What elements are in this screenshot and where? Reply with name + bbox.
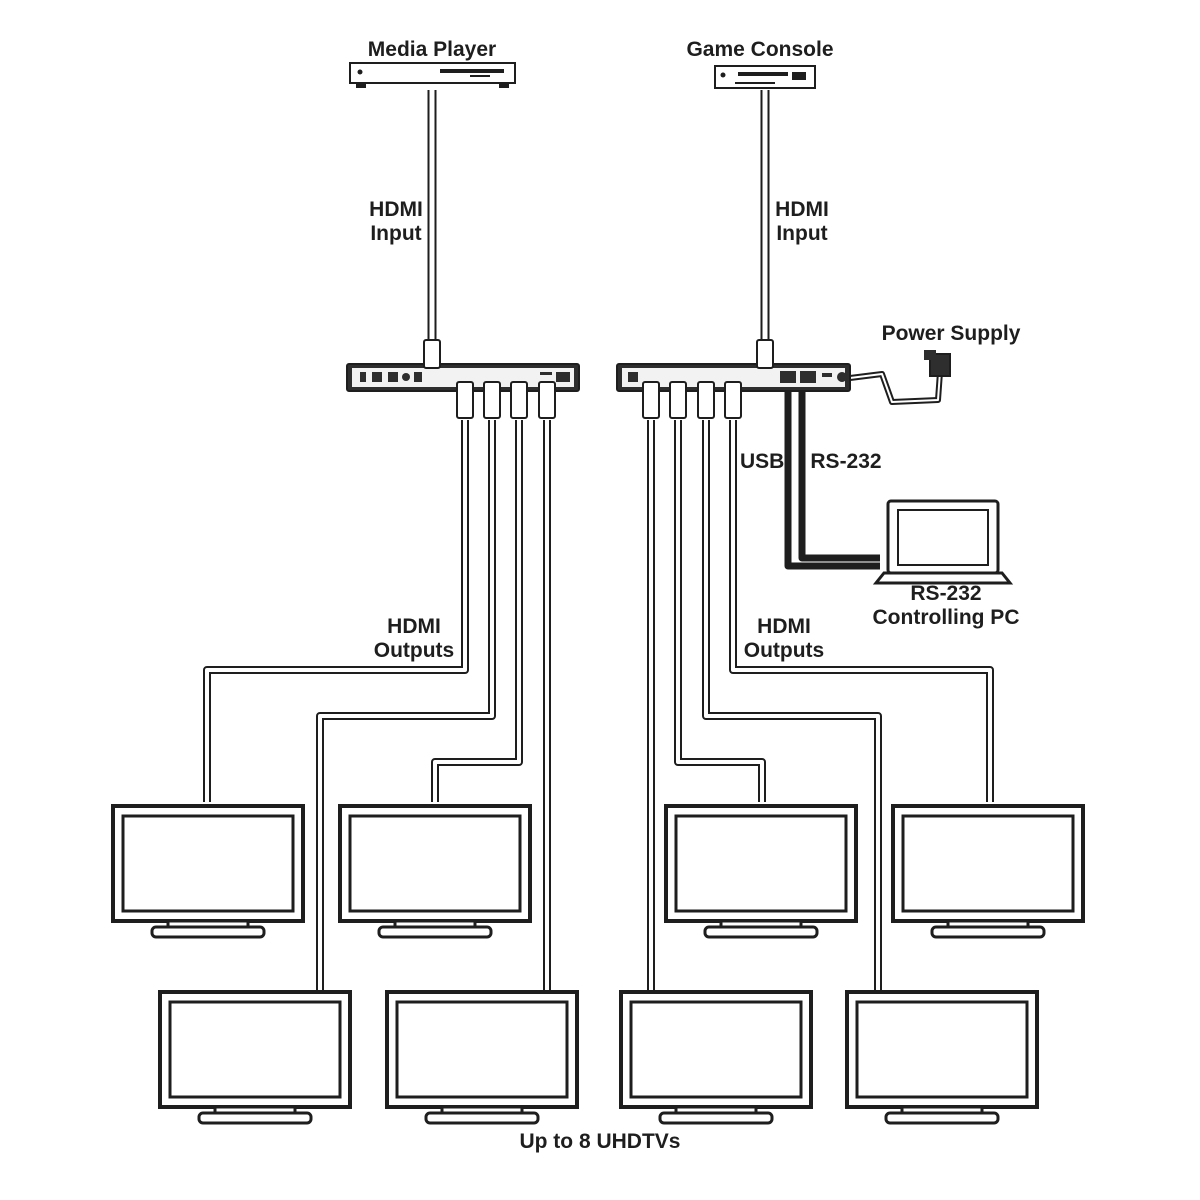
- media-player-device: [349, 62, 516, 88]
- game-console-label: Game Console: [686, 38, 834, 61]
- hdmi-input-label-line2: Input: [776, 222, 828, 245]
- uhdtv-monitor: [111, 804, 305, 939]
- hdmi-input-label-line1: HDMI: [369, 198, 423, 221]
- uhdtv-monitor: [338, 804, 532, 939]
- controlling-pc-label-line2: Controlling PC: [872, 606, 1020, 629]
- uhdtv-monitor: [385, 990, 579, 1125]
- game-console-device: [714, 65, 816, 89]
- rs232-cable: [798, 392, 880, 562]
- power-supply-label: Power Supply: [881, 322, 1021, 345]
- power-adapter-icon: [924, 350, 951, 377]
- hdmi-outputs-label-line1: HDMI: [387, 615, 441, 638]
- hdmi-outputs-label-line2: Outputs: [743, 639, 825, 662]
- hdmi-outputs-label-left: HDMI Outputs: [364, 615, 464, 663]
- hdmi-output-cable: [674, 420, 766, 802]
- hdmi-input-label-line2: Input: [370, 222, 422, 245]
- controlling-pc-label-line1: RS-232: [910, 582, 982, 605]
- hdmi-output-cables: [203, 420, 994, 990]
- hdmi-input-cables: [427, 90, 770, 350]
- usb-label: USB: [740, 450, 785, 473]
- uhdtv-monitor: [664, 804, 858, 939]
- uhdtv-monitor: [619, 990, 813, 1125]
- hdmi-outputs-label-line2: Outputs: [373, 639, 455, 662]
- hdmi-connectors: [423, 339, 774, 419]
- control-cables: [784, 371, 943, 570]
- media-player-label: Media Player: [367, 38, 497, 61]
- hdmi-input-label-left: HDMI Input: [346, 198, 446, 246]
- uhdtv-monitor: [158, 990, 352, 1125]
- uhdtv-monitor: [845, 990, 1039, 1125]
- uhdtv-monitor: [891, 804, 1085, 939]
- hdmi-output-cable: [203, 420, 469, 802]
- hdmi-outputs-label-right: HDMI Outputs: [734, 615, 834, 663]
- hdmi-outputs-label-line1: HDMI: [757, 615, 811, 638]
- hdmi-input-label-right: HDMI Input: [752, 198, 852, 246]
- hdmi-output-cable: [431, 420, 523, 802]
- rs232-label: RS-232: [810, 450, 882, 473]
- usb-cable: [784, 392, 880, 570]
- displays-caption: Up to 8 UHDTVs: [519, 1130, 681, 1153]
- uhdtv-displays: [111, 804, 1085, 1125]
- controlling-pc-label: RS-232 Controlling PC: [856, 582, 1036, 630]
- hdmi-input-label-line1: HDMI: [775, 198, 829, 221]
- laptop-icon: [872, 499, 1014, 585]
